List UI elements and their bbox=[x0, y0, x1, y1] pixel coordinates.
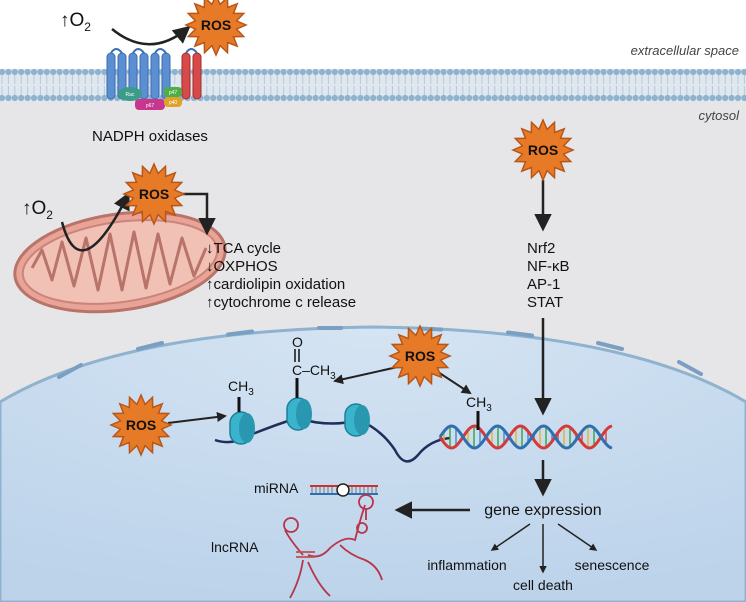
mito-o2-to-ros-arrow bbox=[60, 191, 130, 252]
to-inflammation-arrow bbox=[490, 523, 531, 551]
to-senescence-arrow bbox=[557, 523, 598, 551]
svg-text:p47: p47 bbox=[169, 90, 178, 96]
outcome-senescence: senescence bbox=[575, 557, 650, 573]
ros-label-signaling: ROS bbox=[528, 142, 558, 158]
ros-burst-shape bbox=[122, 162, 186, 226]
ros-burst-signaling bbox=[511, 118, 575, 182]
dna-double-helix bbox=[438, 424, 613, 450]
histone-acetyl-oxygen: O bbox=[292, 334, 303, 350]
extracellular-space-label: extracellular space bbox=[631, 43, 739, 58]
svg-text:Rac: Rac bbox=[126, 92, 135, 98]
dna-methyl-label: CH3 bbox=[466, 394, 492, 414]
ros-burst-shape bbox=[109, 393, 173, 457]
mito-o2-label: ↑O2 bbox=[22, 198, 53, 222]
mirna-hairpin bbox=[310, 483, 378, 497]
outcome-inflammation: inflammation bbox=[427, 557, 506, 573]
transcription-factor: STAT bbox=[527, 294, 563, 311]
mito-ros-to-effects-arrow bbox=[183, 192, 216, 236]
transcription-factor: Nrf2 bbox=[527, 240, 555, 257]
ros-label-nucleus-top: ROS bbox=[405, 348, 435, 364]
transcription-factor: NF-κB bbox=[527, 258, 570, 275]
ros-burst-shape bbox=[184, 0, 248, 57]
mito-effect: ↓TCA cycle bbox=[206, 240, 281, 257]
mito-effect: ↓OXPHOS bbox=[206, 258, 278, 275]
transcription-factor: AP-1 bbox=[527, 276, 560, 293]
membrane-o2-label: ↑O2 bbox=[60, 10, 91, 34]
ros-burst-shape bbox=[388, 324, 452, 388]
rac-subunit bbox=[118, 87, 142, 101]
svg-text:p67: p67 bbox=[146, 103, 155, 109]
ros-burst-nucleus-top bbox=[388, 324, 452, 388]
ros-burst-membrane bbox=[184, 0, 248, 57]
mito-effect: ↑cardiolipin oxidation bbox=[206, 276, 345, 293]
nucleosome bbox=[229, 411, 255, 445]
ros-burst-shape bbox=[511, 118, 575, 182]
p67-subunit bbox=[135, 99, 165, 110]
svg-text:p40: p40 bbox=[169, 100, 178, 106]
mito-effects-list: ↓TCA cycle ↓OXPHOS ↑cardiolipin oxidatio… bbox=[206, 240, 356, 311]
ros-to-nucleosome-arrow bbox=[167, 412, 227, 424]
nadph-oxidase-complex: Rac p67 p47 p40 bbox=[106, 48, 202, 110]
mirna-label: miRNA bbox=[254, 480, 299, 496]
nucleus bbox=[0, 325, 746, 602]
membrane-o2-to-ros-arrow bbox=[111, 25, 191, 46]
lncrna-structure bbox=[283, 494, 383, 599]
p47-subunit bbox=[164, 87, 182, 97]
nadph-oxidases-label: NADPH oxidases bbox=[92, 128, 208, 145]
histone-methyl-label: CH3 bbox=[228, 378, 254, 398]
ros-to-dna-methyl-arrow bbox=[437, 371, 472, 395]
ros-label-nucleus-left: ROS bbox=[126, 417, 156, 433]
mito-effect: ↑cytochrome c release bbox=[206, 294, 356, 311]
ros-burst-mitochondria bbox=[122, 162, 186, 226]
cytosol-label: cytosol bbox=[699, 108, 741, 123]
ros-label-membrane: ROS bbox=[201, 17, 231, 33]
ros-label-mitochondria: ROS bbox=[139, 186, 169, 202]
p40-subunit bbox=[164, 97, 182, 107]
nucleosome bbox=[344, 403, 370, 437]
gene-expression-label: gene expression bbox=[484, 502, 601, 519]
outcome-cell-death: cell death bbox=[513, 577, 573, 593]
transcription-factor-list: Nrf2 NF-κB AP-1 STAT bbox=[527, 240, 570, 311]
nucleosome bbox=[286, 397, 312, 431]
ros-burst-nucleus-left bbox=[109, 393, 173, 457]
lncrna-label: lncRNA bbox=[211, 539, 259, 555]
ros-to-acetyl-arrow bbox=[333, 365, 403, 385]
